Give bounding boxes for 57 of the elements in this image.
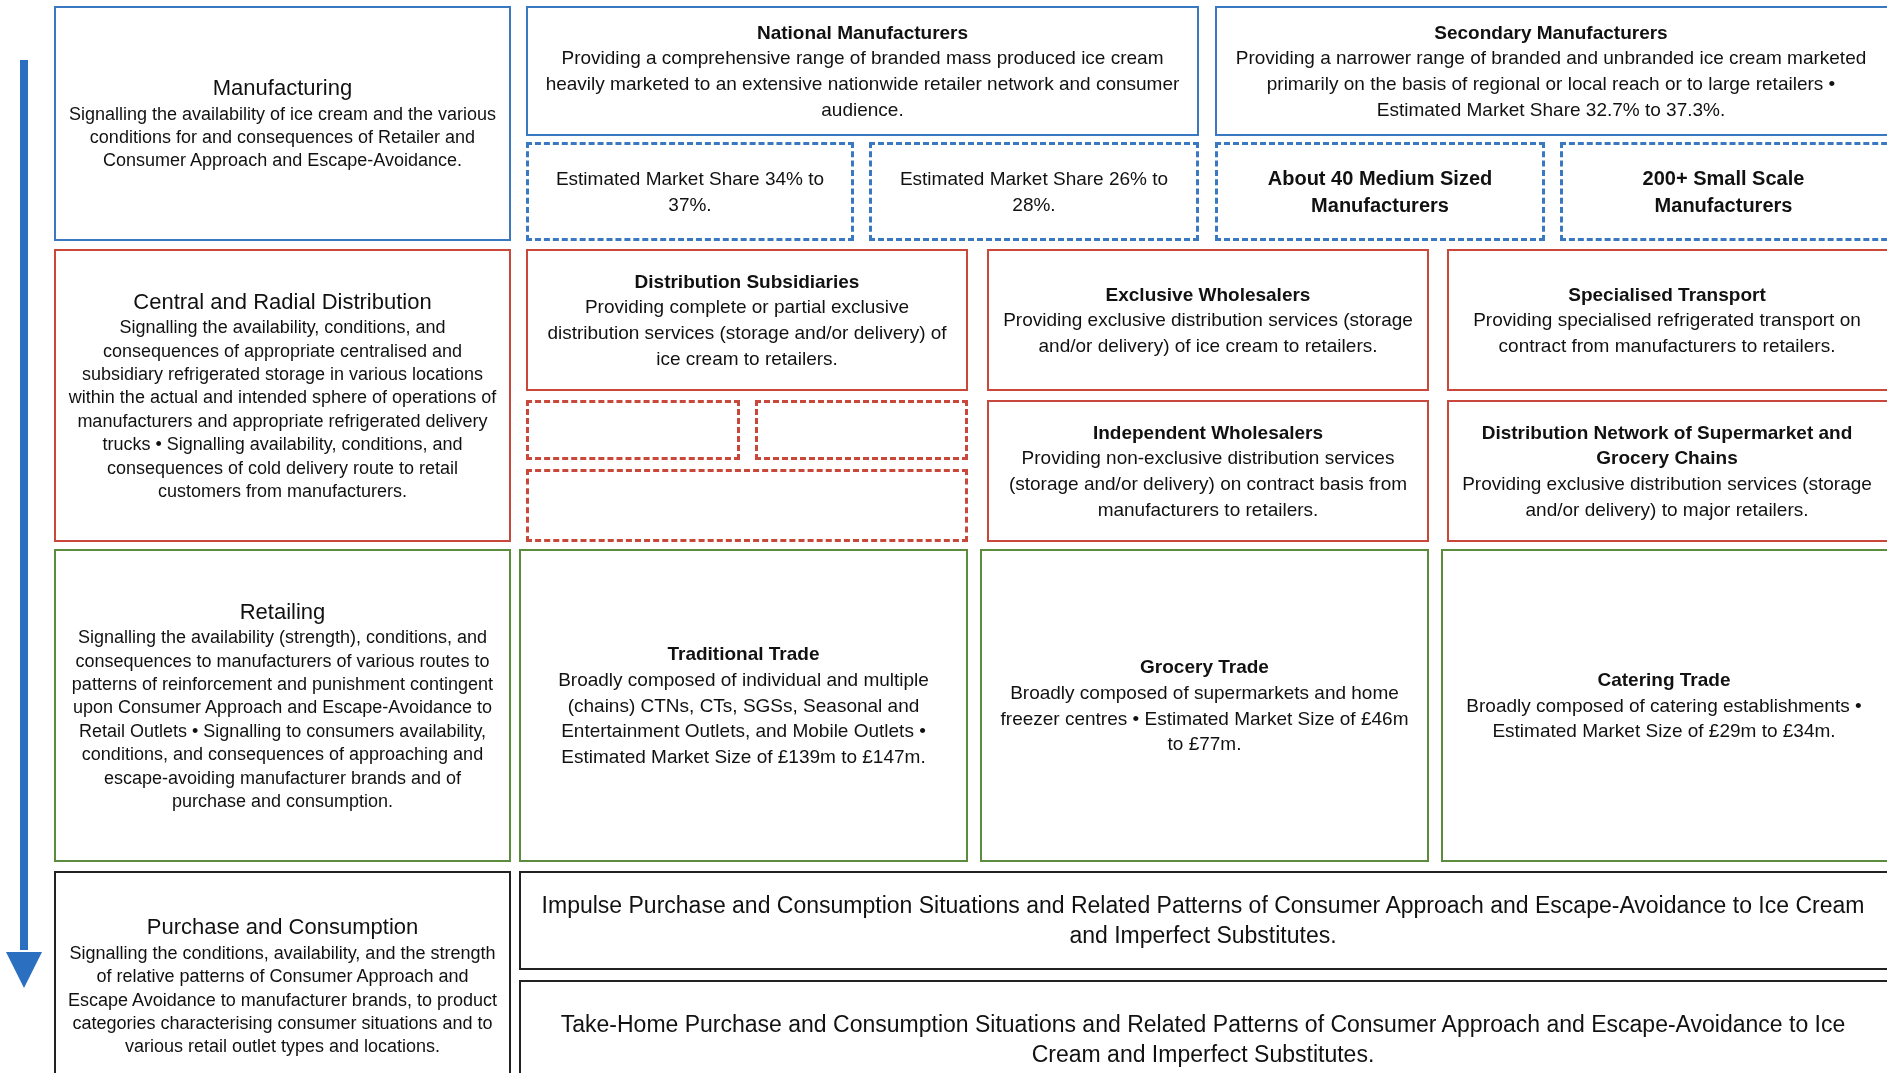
empty-box <box>526 469 968 542</box>
box-heading: Grocery Trade <box>1140 655 1269 680</box>
empty-box <box>526 400 740 460</box>
text-box <box>1447 249 1887 391</box>
text-box <box>987 400 1429 542</box>
box-text: About 40 Medium Sized Manufacturers <box>1266 165 1494 218</box>
box-text: Take-Home Purchase and Consumption Situations and Related Patterns of Consumer Approach and Escape-Avoidance to Ice Cream and Imperfect Substitutes. <box>559 1010 1847 1069</box>
box-heading: Distribution Network of Supermarket and Grocery Chains <box>1480 420 1854 471</box>
box-text: Broadly composed of individual and multiple (chains) CTNs, CTs, SGSs, Seasonal and Entertainment Outlets, and Mobile Outlets • Estimated Market Size of £139m to £147m. <box>557 668 930 769</box>
text-box <box>54 871 511 1073</box>
box-text: Signalling the availability, conditions, and consequences of appropriate centralised and subsidiary refrigerated storage in various locations within the actual and intended sphere of operations of manufacturers and appropriate refrigerated delivery trucks • Signalling availability, conditions, and consequences of cold delivery route to retail customers from manufacturers. <box>68 316 497 503</box>
box-heading: Retailing <box>239 597 326 626</box>
box-heading: Manufacturing <box>212 74 353 103</box>
text-box <box>1441 549 1887 862</box>
box-text: Providing complete or partial exclusive distribution services (storage and/or delivery) of ice cream to retailers. <box>546 295 948 371</box>
empty-box <box>755 400 968 460</box>
box-heading: Independent Wholesalers <box>1092 420 1324 445</box>
text-box <box>519 549 968 862</box>
box-text: Providing specialised refrigerated transport on contract from manufacturers to retailers. <box>1472 308 1862 358</box>
box-text: Signalling the conditions, availability, and the strength of relative patterns of Consumer Approach and Escape Avoidance to manufacturer brands, to product categories characterising consumer situations and to various retail outlet types and locations. <box>68 941 497 1059</box>
text-box <box>526 142 854 241</box>
box-heading: Distribution Subsidiaries <box>634 269 860 294</box>
box-text: Providing a narrower range of branded and unbranded ice cream marketed primarily on the basis of regional or local reach or to large retailers • Estimated Market Share 32.7% to 37.3%. <box>1234 46 1868 122</box>
box-heading: National Manufacturers <box>756 20 969 45</box>
box-text: Broadly composed of supermarkets and home freezer centres • Estimated Market Size of £46m to £77m. <box>999 680 1410 757</box>
text-box <box>54 549 511 862</box>
text-box <box>1215 6 1887 136</box>
text-box <box>54 6 511 241</box>
text-box <box>526 249 968 391</box>
box-heading: Specialised Transport <box>1568 282 1766 307</box>
box-text: Estimated Market Share 34% to 37%. <box>554 166 826 217</box>
box-heading: Secondary Manufacturers <box>1434 20 1668 45</box>
text-box <box>519 980 1887 1073</box>
box-heading: Traditional Trade <box>667 642 820 667</box>
text-box <box>869 142 1199 241</box>
text-box <box>519 871 1887 970</box>
box-text: Providing a comprehensive range of branded mass produced ice cream heavily marketed to an extensive nationwide retailer network and consumer audience. <box>544 46 1181 122</box>
text-box <box>1447 400 1887 542</box>
box-text: 200+ Small Scale Manufacturers <box>1641 165 1806 218</box>
box-text: Broadly composed of catering establishments • Estimated Market Size of £29m to £34m. <box>1465 693 1863 744</box>
box-text: Providing exclusive distribution services (storage and/or delivery) of ice cream to retailers. <box>1002 308 1414 358</box>
text-box <box>987 249 1429 391</box>
text-box <box>980 549 1429 862</box>
box-heading: Catering Trade <box>1597 668 1731 693</box>
box-text: Signalling the availability of ice cream and the various conditions for and consequences of Retailer and Consumer Approach and Escape-Avoidance. <box>68 102 497 173</box>
box-heading: Purchase and Consumption <box>146 913 419 942</box>
box-text: Estimated Market Share 26% to 28%. <box>898 166 1170 217</box>
box-text: Providing non-exclusive distribution services (storage and/or delivery) on contract basis from manufacturers to retailers. <box>1007 446 1409 522</box>
box-text: Impulse Purchase and Consumption Situations and Related Patterns of Consumer Approach and Escape-Avoidance to Ice Cream and Imperfect Substitutes. <box>540 890 1866 950</box>
box-text: Signalling the availability (strength), conditions, and consequences to manufacturers of various routes to patterns of reinforcement and punishment contingent upon Consumer Approach and Escape-Avoidance to Retail Outlets • Signalling to consumers availability, conditions, and consequences of approaching and escape-avoiding manufacturer brands and of purchase and consumption. <box>70 626 495 813</box>
box-text: Providing exclusive distribution services (storage and/or delivery) to major retailers. <box>1461 472 1873 522</box>
box-heading: Exclusive Wholesalers <box>1105 282 1311 307</box>
text-box <box>54 249 511 542</box>
text-box <box>1560 142 1887 241</box>
box-heading: Central and Radial Distribution <box>133 287 432 316</box>
text-box <box>1215 142 1545 241</box>
text-box <box>526 6 1199 136</box>
